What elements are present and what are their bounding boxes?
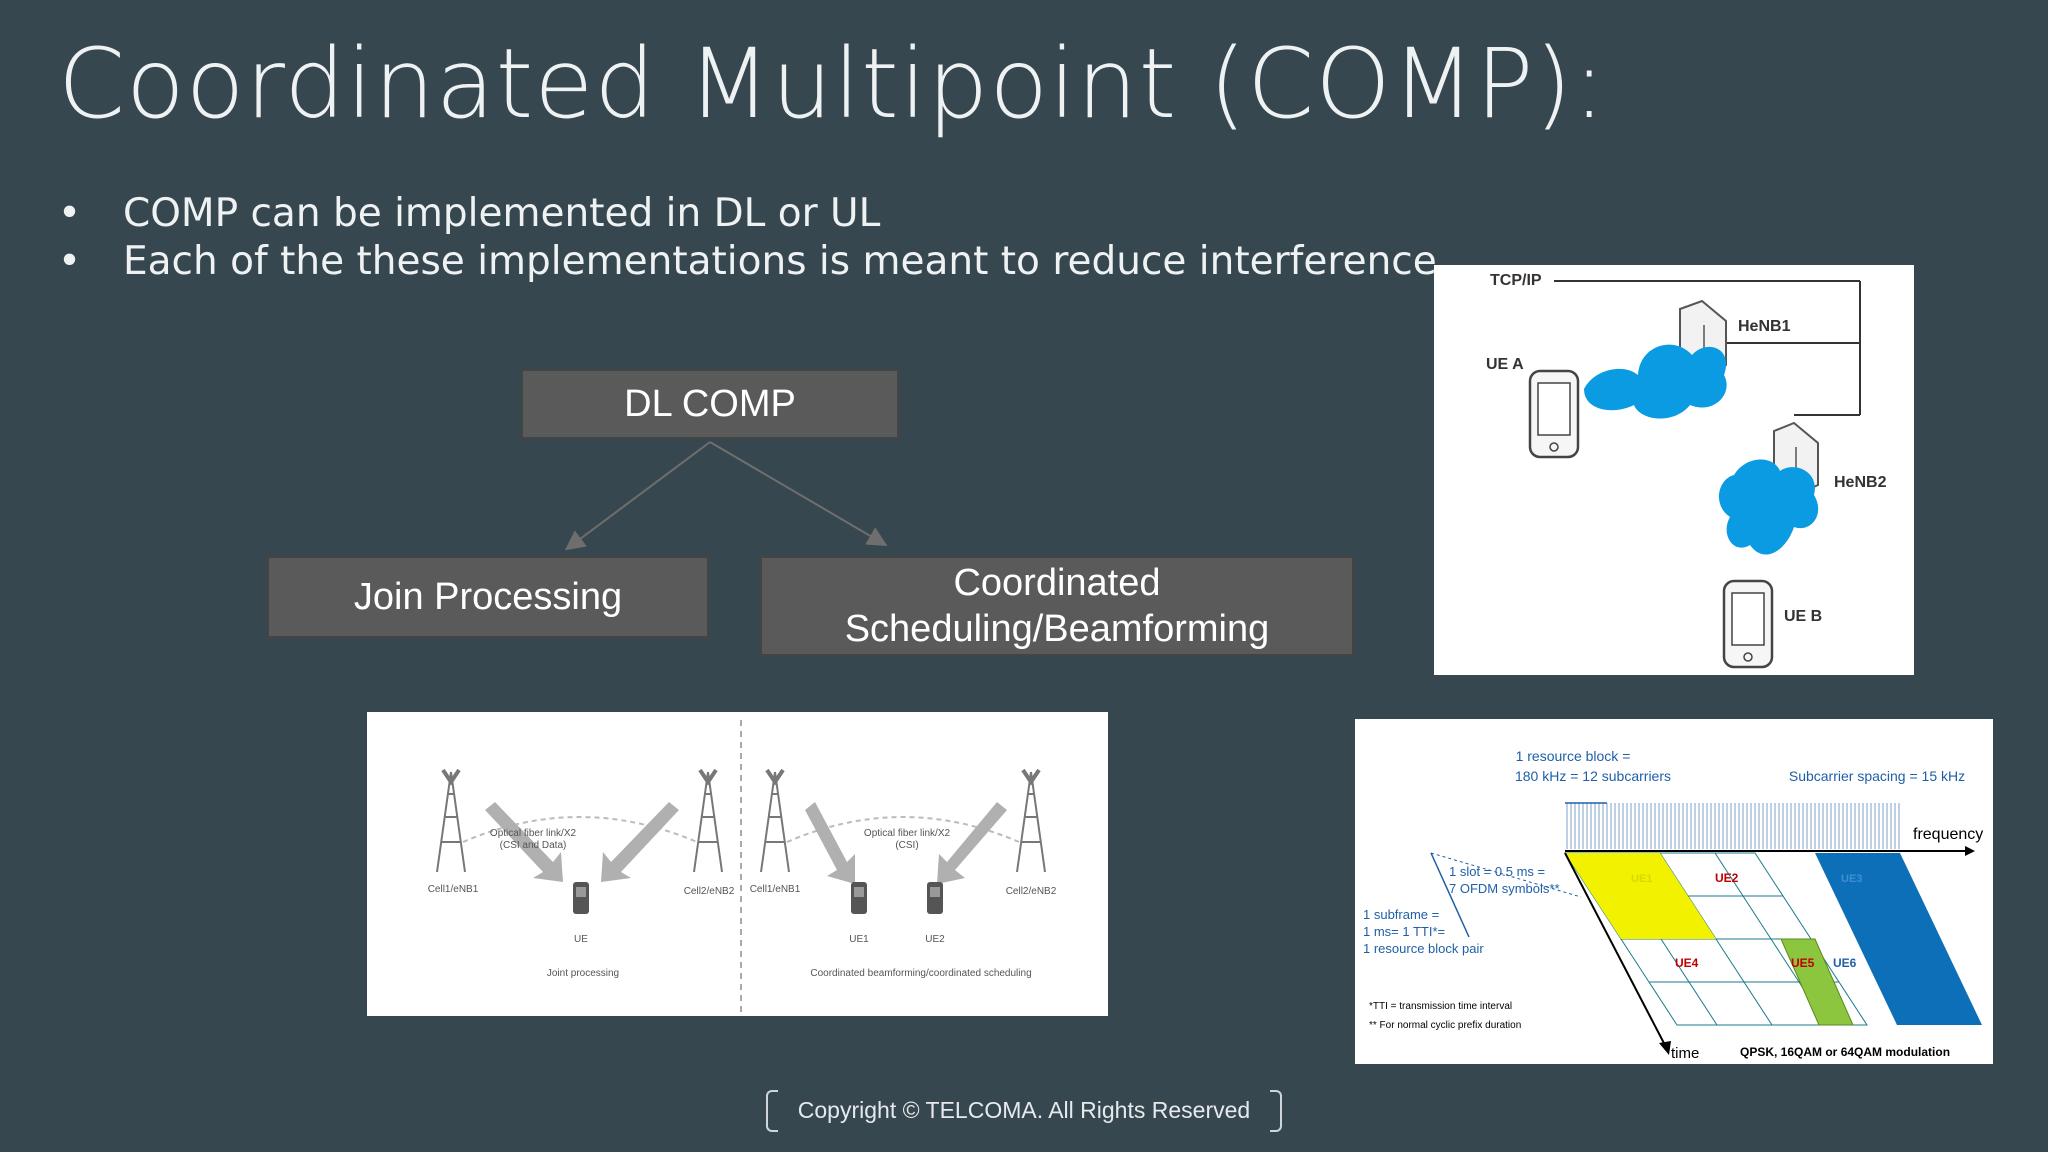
note-1: *TTI = transmission time interval	[1369, 1001, 1512, 1012]
rb-label-1: 1 resource block =	[1516, 748, 1631, 764]
spacing-label: Subcarrier spacing = 15 kHz	[1789, 768, 1965, 784]
fiber-label-right-1: Optical fiber link/X2	[864, 828, 951, 839]
comp-figure: Optical fiber link/X2 (CSI and Data) Opt…	[367, 712, 1108, 1016]
ue-device-icon	[851, 882, 867, 914]
ue1-block	[1565, 853, 1716, 939]
dl-comp-label: DL COMP	[624, 382, 796, 425]
caption-right: Coordinated beamforming/coordinated sche…	[810, 968, 1031, 979]
ue-label: UE1	[849, 934, 869, 945]
ue2-label: UE2	[1715, 871, 1739, 885]
connector-right	[709, 441, 888, 547]
slot-marker	[1430, 852, 1582, 898]
bullet-dot: •	[58, 239, 82, 284]
frequency-label: frequency	[1913, 826, 1983, 843]
ue5-block	[1780, 938, 1854, 1026]
resource-block-diagram: 1 resource block = 180 kHz = 12 subcarri…	[1363, 748, 1983, 1062]
bullet-text: COMP can be implemented in DL or UL	[123, 191, 881, 236]
footer-text: Copyright © TELCOMA. All Rights Reserved	[797, 1096, 1251, 1123]
ue1-label: UE1	[1631, 873, 1652, 885]
dl-comp-box: DL COMP	[521, 369, 899, 439]
henb-figure: TCP/IP HeNB1 HeNB2 UE A	[1434, 265, 1914, 675]
tcpip-label: TCP/IP	[1490, 272, 1542, 289]
tower-icon	[693, 768, 723, 873]
ue-a-label: UE A	[1486, 356, 1524, 373]
ue-a-phone	[1528, 369, 1580, 459]
ue4-label: UE4	[1675, 956, 1699, 970]
subframe-label-3: 1 resource block pair	[1363, 941, 1484, 956]
ue6-label: UE6	[1833, 956, 1857, 970]
signal-cloud-2	[1718, 459, 1819, 555]
rb-grid	[1564, 852, 1868, 1026]
bullet-text: Each of the these implementations is mea…	[123, 239, 1450, 284]
fiber-label-left-1: Optical fiber link/X2	[490, 828, 577, 839]
fiber-label-right-2: (CSI)	[895, 840, 918, 851]
time-label: time	[1671, 1045, 1699, 1062]
connector-left	[564, 441, 711, 551]
cell-label: Cell1/eNB1	[428, 884, 479, 895]
time-arrow	[1659, 1041, 1671, 1055]
tower-icon	[760, 768, 790, 873]
bullet-item: • Each of the these implementations is m…	[58, 238, 1449, 286]
cell-label: Cell2/eNB2	[684, 886, 735, 897]
slot-label-2: 7 OFDM symbols**	[1449, 881, 1560, 896]
fiber-label-left-2: (CSI and Data)	[500, 840, 567, 851]
footer-bracket-right	[1270, 1090, 1282, 1132]
modulation-label: QPSK, 16QAM or 64QAM modulation	[1740, 1045, 1950, 1059]
tower-icon	[436, 768, 466, 873]
join-processing-box: Join Processing	[267, 556, 709, 638]
footer: Copyright © TELCOMA. All Rights Reserved	[766, 1090, 1282, 1132]
cell-label: Cell1/eNB1	[750, 884, 801, 895]
subframe-label-2: 1 ms= 1 TTI*=	[1363, 924, 1445, 939]
ue-b-label: UE B	[1784, 608, 1822, 625]
cell-label: Cell2/eNB2	[1006, 886, 1057, 897]
signal-cloud-1	[1584, 344, 1727, 419]
subframe-marker	[1430, 852, 1470, 938]
bullet-dot: •	[58, 191, 82, 236]
time-axis	[1564, 852, 1668, 1050]
ue-device-icon	[573, 882, 589, 914]
henb-diagram: TCP/IP HeNB1 HeNB2 UE A	[1486, 272, 1887, 669]
rb-label-2: 180 kHz = 12 subcarriers	[1515, 768, 1671, 784]
subframe-label-1: 1 subframe =	[1363, 907, 1439, 922]
bullet-item: • COMP can be implemented in DL or UL	[58, 190, 1449, 238]
bullet-list: • COMP can be implemented in DL or UL • …	[58, 190, 1449, 286]
ue-device-icon	[927, 882, 943, 914]
ue5-label: UE5	[1791, 956, 1815, 970]
henb1-label: HeNB1	[1738, 318, 1791, 335]
beam-arrows	[485, 802, 1007, 884]
comp-diagram: Optical fiber link/X2 (CSI and Data) Opt…	[428, 720, 1057, 1012]
frequency-arrow	[1965, 846, 1975, 856]
fiber-link-left	[462, 816, 698, 843]
note-2: ** For normal cyclic prefix duration	[1369, 1020, 1521, 1031]
tower-icon	[1016, 768, 1046, 873]
ue-b-phone	[1722, 579, 1774, 669]
fiber-link-right	[786, 816, 1020, 843]
ue-label: UE2	[925, 934, 945, 945]
subcarrier-comb	[1566, 803, 1900, 849]
resource-block-figure: 1 resource block = 180 kHz = 12 subcarri…	[1355, 719, 1993, 1064]
footer-bracket-left	[766, 1090, 778, 1132]
ue3-block	[1815, 853, 1982, 1025]
coordinated-label-line1: Coordinated	[953, 562, 1161, 604]
caption-left: Joint processing	[547, 968, 619, 979]
slot-label-1: 1 slot = 0.5 ms =	[1449, 864, 1545, 879]
coordinated-label-line2: Scheduling/Beamforming	[844, 608, 1270, 650]
slide-title: Coordinated Multipoint (COMP):	[58, 28, 1607, 140]
coordinated-scheduling-box: Coordinated Scheduling/Beamforming	[760, 556, 1354, 656]
join-processing-label: Join Processing	[353, 575, 623, 618]
henb2-label: HeNB2	[1834, 474, 1887, 491]
ue3-label: UE3	[1841, 873, 1862, 885]
ue-label: UE	[574, 934, 588, 945]
